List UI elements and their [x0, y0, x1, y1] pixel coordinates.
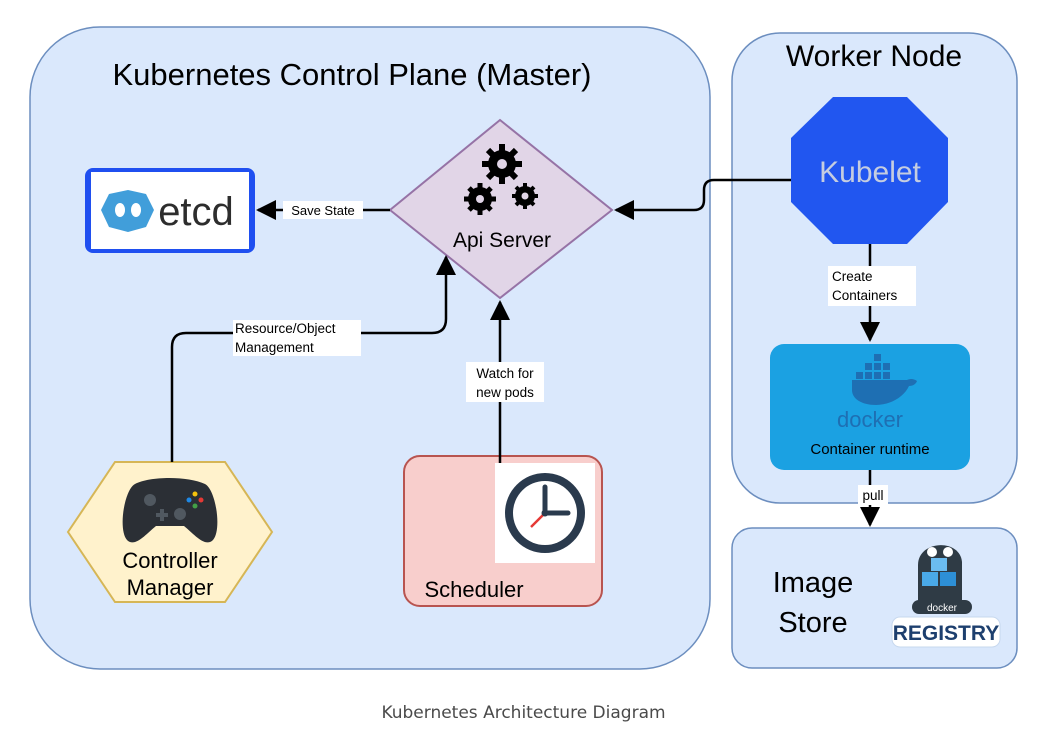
api-server-label: Api Server: [453, 229, 551, 252]
control-plane-title: Kubernetes Control Plane (Master): [112, 57, 591, 92]
controller-manager-node: Controller Manager: [66, 461, 274, 603]
gears-icon: [464, 144, 538, 215]
kubelet-node: Kubelet: [791, 97, 948, 244]
docker-registry-icon: docker REGISTRY: [891, 545, 1001, 648]
resource-management-label-line1: Resource/Object: [235, 321, 336, 336]
image-store-label-line2: Store: [778, 607, 847, 639]
create-containers-label-line2: Containers: [832, 288, 898, 303]
edge-labels: Save State Resource/Object Management Wa…: [233, 201, 916, 505]
scheduler-label: Scheduler: [424, 577, 523, 602]
pull-label: pull: [862, 488, 883, 503]
scheduler-node: Scheduler: [403, 455, 603, 607]
worker-node-title: Worker Node: [786, 40, 962, 73]
watch-pods-label-line1: Watch for: [476, 366, 534, 381]
resource-management-label-line2: Management: [235, 340, 314, 355]
docker-logo-text: docker: [837, 407, 903, 432]
clock-icon: [505, 473, 585, 553]
registry-logo-small-text: docker: [927, 603, 958, 614]
registry-logo-big-text: REGISTRY: [893, 622, 1000, 645]
image-store-panel: Image Store docker REGISTRY: [731, 527, 1018, 669]
api-server-node: Api Server: [388, 118, 614, 300]
create-containers-label-line1: Create: [832, 269, 873, 284]
save-state-label: Save State: [291, 203, 355, 218]
gamepad-icon: [122, 478, 218, 543]
docker-whale-icon: [852, 354, 917, 405]
container-runtime-node: docker Container runtime: [770, 344, 970, 470]
kubelet-to-api-arrow: [614, 178, 791, 220]
etcd-label: etcd: [158, 190, 234, 234]
diagram-caption: Kubernetes Architecture Diagram: [381, 703, 666, 723]
etcd-node: etcd: [85, 168, 255, 253]
watch-pods-label-line2: new pods: [476, 385, 534, 400]
etcd-logo-icon: [101, 190, 154, 232]
image-store-label-line1: Image: [773, 567, 854, 599]
controller-manager-label-line1: Controller: [122, 548, 217, 573]
container-runtime-label: Container runtime: [810, 441, 929, 458]
controller-manager-label-line2: Manager: [127, 575, 214, 600]
kubelet-label: Kubelet: [819, 156, 921, 189]
